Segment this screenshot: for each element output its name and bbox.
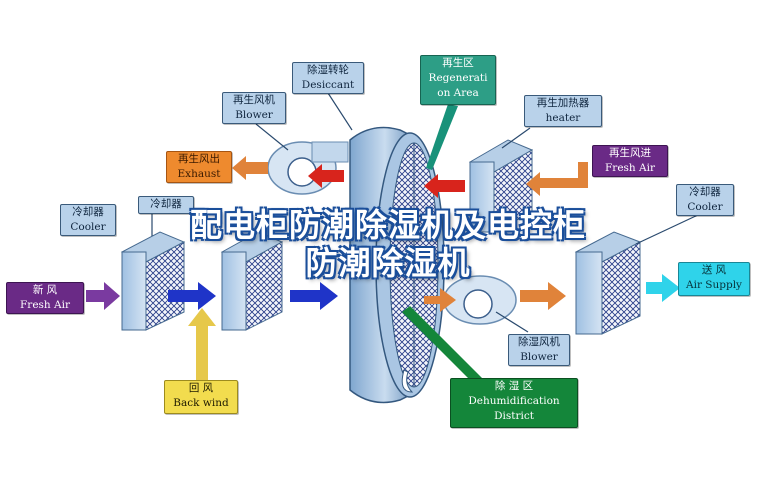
arrow-cooler-to-wheel [290, 282, 338, 310]
label-regeneration-area: 再生区 Regenerati on Area [420, 55, 496, 105]
label-cooler-right: 冷却器 Cooler [676, 184, 734, 216]
arrow-wheel-to-blower-dry [424, 288, 456, 312]
label-regen-blower-en: Blower [235, 109, 273, 121]
label-dehum-district-en1: Dehumidification [468, 395, 560, 407]
title-overlay-line1: 配电柜防潮除湿机及电控柜 [189, 206, 586, 244]
regen-blower-unit [267, 141, 349, 195]
label-desiccant-en: Desiccant [301, 79, 355, 91]
label-regen-air-in-en: Fresh Air [605, 162, 655, 174]
label-cooler-mid: 冷却器 [138, 196, 194, 214]
title-overlay: 配电柜防潮除湿机及电控柜 防潮除湿机 [108, 206, 668, 282]
label-dehum-district-zh: 除 湿 区 [494, 380, 534, 392]
label-cooler-left: 冷却器 Cooler [60, 204, 116, 236]
title-overlay-line2: 防潮除湿机 [305, 244, 471, 282]
dehum-blower-unit [443, 275, 517, 325]
label-cooler-right-en: Cooler [687, 201, 723, 213]
label-regen-blower: 再生风机 Blower [222, 92, 286, 124]
label-cooler-right-zh: 冷却器 [689, 186, 721, 198]
cooler-right-unit [574, 231, 642, 335]
label-dehum-blower-en: Blower [520, 351, 558, 363]
label-regen-heater-zh: 再生加热器 [536, 97, 590, 109]
arrow-cooler-to-cooler [168, 282, 216, 310]
arrow-air-supply [646, 274, 680, 302]
label-desiccant: 除湿转轮 Desiccant [292, 62, 364, 94]
label-regen-heater: 再生加热器 heater [524, 95, 602, 127]
label-back-wind: 回 风 Back wind [164, 380, 238, 414]
regen-heater-unit [468, 139, 534, 233]
dehum-district-pointer [402, 306, 488, 384]
label-cooler-left-zh: 冷却器 [72, 206, 104, 218]
label-regen-exhaust-zh: 再生风出 [178, 153, 220, 165]
label-back-wind-en: Back wind [173, 397, 229, 409]
label-regen-area-en1: Regenerati [428, 72, 488, 84]
label-regen-area-en2: on Area [437, 87, 479, 99]
label-air-supply-en: Air Supply [686, 279, 742, 291]
label-fresh-air-en: Fresh Air [20, 299, 70, 311]
cooler-middle-unit [220, 231, 284, 331]
label-desiccant-zh: 除湿转轮 [307, 64, 349, 76]
label-dehum-district-en2: District [494, 410, 534, 422]
label-regen-exhaust: 再生风出 Exhaust [166, 151, 232, 183]
label-regen-area-zh: 再生区 [442, 57, 474, 69]
airflow-arrows [86, 156, 680, 380]
label-regen-blower-zh: 再生风机 [233, 94, 275, 106]
cooler-left-unit [120, 231, 186, 331]
label-cooler-left-en: Cooler [70, 221, 106, 233]
label-regen-air-in: 再生风进 Fresh Air [592, 145, 668, 177]
arrow-fresh-air-in [86, 282, 120, 310]
arrow-regen-air-in [526, 162, 588, 196]
regen-area-pointer [426, 104, 458, 170]
label-cooler-mid-zh: 冷却器 [150, 198, 182, 210]
label-regen-exhaust-en: Exhaust [177, 168, 221, 180]
arrow-wheel-to-blower [308, 164, 344, 188]
label-dehum-district: 除 湿 区 Dehumidification District [450, 378, 578, 428]
label-air-supply: 送 风 Air Supply [678, 262, 750, 296]
arrow-back-wind [188, 308, 216, 380]
label-dehum-blower: 除湿风机 Blower [508, 334, 570, 366]
label-regen-air-in-zh: 再生风进 [609, 147, 651, 159]
label-pointers [151, 92, 701, 333]
arrow-exhaust [232, 156, 268, 180]
arrow-regen-to-wheel [424, 174, 465, 198]
label-regen-heater-en: heater [545, 112, 581, 124]
label-dehum-blower-zh: 除湿风机 [518, 336, 560, 348]
label-back-wind-zh: 回 风 [188, 382, 214, 394]
label-air-supply-zh: 送 风 [701, 264, 727, 276]
arrow-blower-to-cooler [520, 282, 566, 310]
label-fresh-air-in: 新 风 Fresh Air [6, 282, 84, 314]
label-fresh-air-zh: 新 风 [32, 284, 58, 296]
